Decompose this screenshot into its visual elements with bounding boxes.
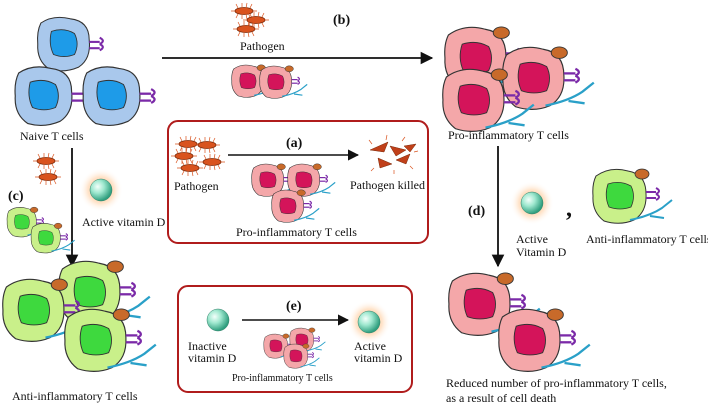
pathogen-icon [170,135,226,177]
vitamin-d-sphere-icon [346,299,392,345]
pathogen-icon [230,2,270,38]
active-vitamin-d-label-d1: Active [516,232,548,246]
pro-inflammatory-t-cell-icon [263,327,326,369]
naive-t-cell-icon [13,16,156,127]
panel-b-label: (b) [333,13,350,28]
comma-separator: , [566,196,572,222]
panel-c-label: (c) [8,189,24,204]
reduced-label-line1: Reduced number of pro-inflammatory T cel… [446,376,667,390]
panel-a-label: (a) [286,136,303,151]
pro-inflammatory-t-cell-icon [231,64,308,99]
anti-inflammatory-t-cell-icon [591,168,673,225]
panel-e-label: (e) [286,299,302,314]
active-vitamin-d-label-d2: Vitamin D [516,245,567,259]
panel-e-box [177,285,413,393]
pro-inflammatory-t-cells-label-a: Pro-inflammatory T cells [236,225,357,239]
pro-inflammatory-t-cells-label-e: Pro-inflammatory T cells [232,373,333,384]
vitamin-d-sphere-icon [78,167,124,213]
inactive-vitamin-d-label-2: vitamin D [188,351,237,365]
pathogen-killed-label: Pathogen killed [350,178,425,192]
anti-inflammatory-t-cell-icon [6,206,76,254]
pathogen-label-a: Pathogen [174,179,219,193]
pro-inflammatory-t-cells-label: Pro-inflammatory T cells [448,128,569,142]
pro-inflammatory-t-cell-icon [441,25,595,133]
pro-inflammatory-t-cell-icon [251,163,336,223]
anti-inflammatory-t-cells-label: Anti-inflammatory T cells [12,389,138,403]
pro-inflammatory-t-cell-icon [447,271,591,373]
panel-d-label: (d) [468,204,485,219]
panel-a-box [167,120,429,244]
pathogen-killed-icon [368,134,419,174]
pathogen-icon [32,152,62,186]
reduced-label-line2: as a result of cell death [446,391,556,405]
vitamin-d-sphere-icon [206,308,230,332]
active-vitamin-d-label-c: Active vitamin D [82,215,166,229]
pathogen-label-b: Pathogen [240,39,285,53]
inactive-vitamin-d-label-1: Inactive [188,339,227,353]
vitamin-d-sphere-icon [509,180,555,226]
active-vitamin-d-e-label-1: Active [354,339,386,353]
naive-t-cells-label: Naive T cells [20,129,84,143]
active-vitamin-d-e-label-2: vitamin D [354,351,403,365]
anti-inflammatory-t-cell-icon [1,259,157,373]
anti-inflammatory-t-cells-label-d: Anti-inflammatory T cells [586,232,708,246]
